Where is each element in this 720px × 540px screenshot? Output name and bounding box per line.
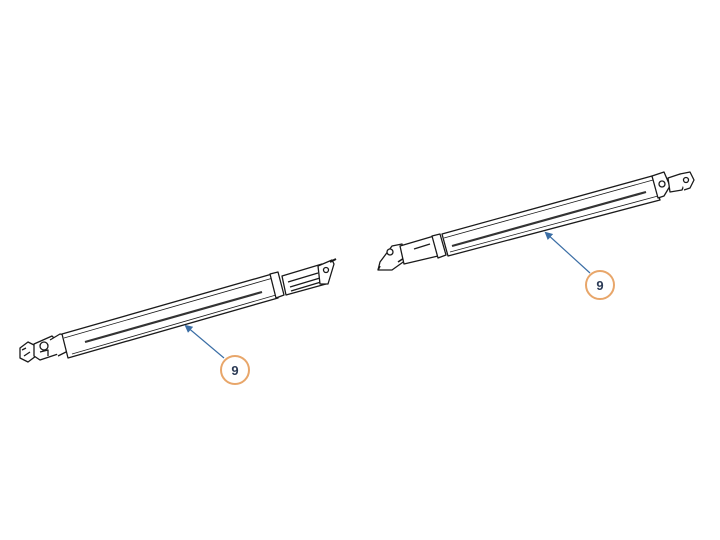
left-arm <box>19 258 337 363</box>
left-arm-main-tube <box>61 273 279 359</box>
left-arm-callout: 9 <box>220 355 250 385</box>
right-arm <box>377 171 695 271</box>
left-arm-callout-label: 9 <box>231 362 239 378</box>
right-arm-callout: 9 <box>585 270 615 300</box>
left-arm-callout-arrow <box>184 324 225 359</box>
right-arm-main-tube <box>441 175 661 257</box>
right-arm-callout-label: 9 <box>596 277 604 293</box>
right-arm-end-fitting-icon <box>651 171 695 199</box>
right-arm-callout-arrow <box>544 231 591 274</box>
left-arm-end-bracket-icon <box>317 258 337 285</box>
right-arm-end-bracket-icon <box>377 243 407 271</box>
